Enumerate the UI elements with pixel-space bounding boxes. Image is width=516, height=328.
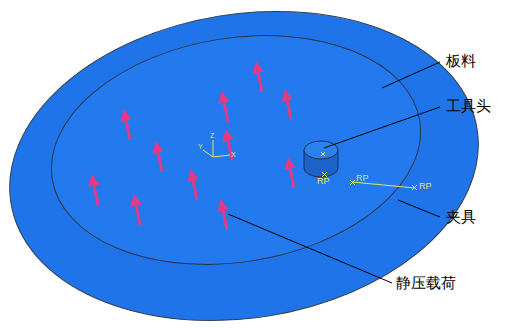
axis-letter: Y [198,143,203,150]
axis-triad [203,140,230,157]
reference-marks [322,172,417,190]
part-label: 工具头 [446,99,491,114]
pressure-arrows [93,67,294,230]
fixture [0,0,501,328]
reference-point: RP [317,177,330,186]
axis-letter: X [231,151,236,158]
part-label: 夹具 [446,210,476,225]
part-label: 静压载荷 [396,276,456,291]
leader-lines [228,62,440,283]
tool-head [304,141,338,177]
part-label: 板料 [446,54,476,69]
sheet [35,10,437,289]
axis-letter: Z [210,132,214,139]
reference-point: RP [356,174,369,183]
reference-point: RP [419,182,432,191]
